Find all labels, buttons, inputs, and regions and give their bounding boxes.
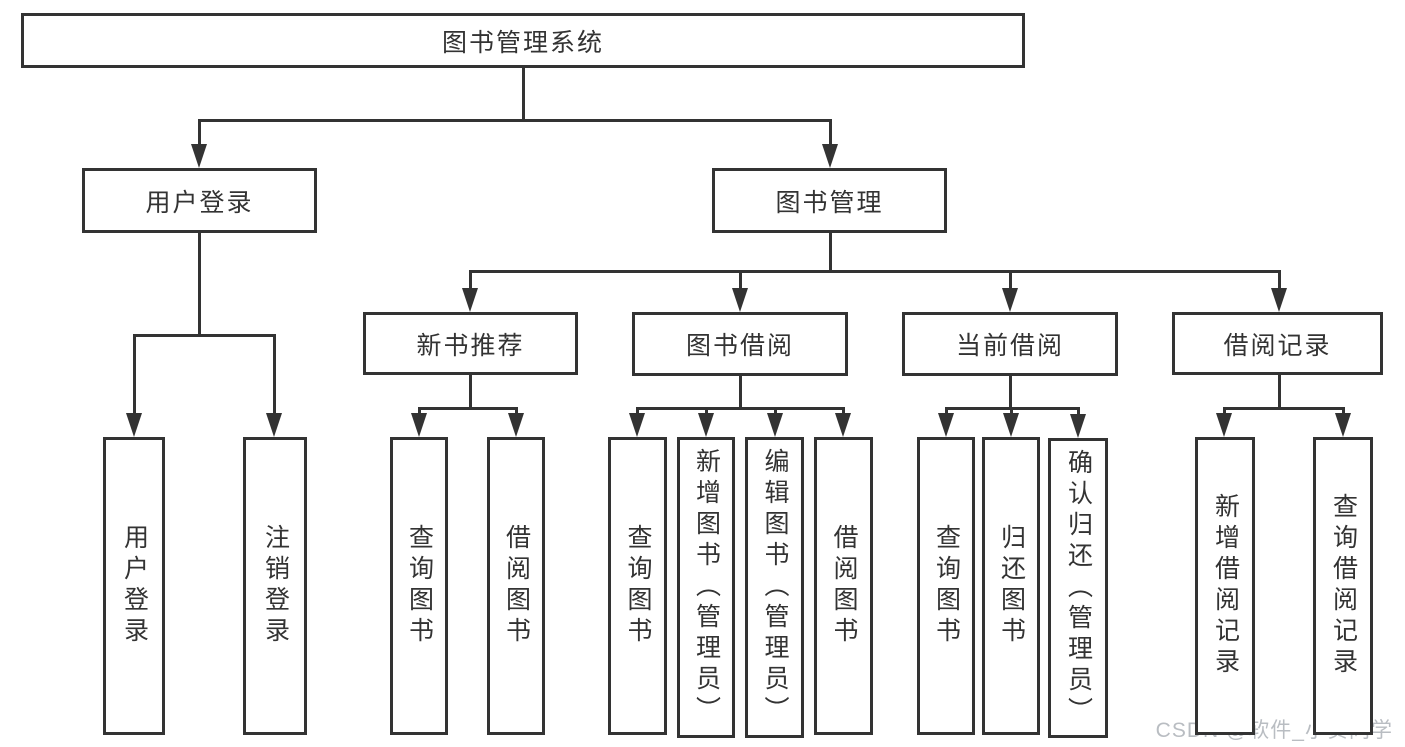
arrowhead-down-icon xyxy=(1070,414,1086,438)
arrowhead-down-icon xyxy=(629,413,645,437)
node-borrow-books-recommend: 借阅图书 xyxy=(487,437,545,735)
arrowhead-down-icon xyxy=(126,413,142,437)
edge-line xyxy=(521,68,525,122)
node-add-books-admin: 新增图书（管理员） xyxy=(677,437,735,738)
node-label-new-book-recommend: 新书推荐 xyxy=(416,331,525,360)
arrowhead-down-icon xyxy=(266,413,282,437)
arrowhead-down-icon xyxy=(1335,413,1351,437)
edge-line xyxy=(132,333,276,337)
edge-line xyxy=(1008,376,1012,410)
node-confirm-return-admin: 确认归还（管理员） xyxy=(1048,438,1108,738)
node-label-add-borrow-record: 新增借阅记录 xyxy=(1211,493,1240,679)
arrowhead-down-icon xyxy=(1271,288,1287,312)
node-label-book-management: 图书管理 xyxy=(775,188,884,217)
edge-line xyxy=(468,269,1281,273)
node-label-confirm-return-admin: 确认归还（管理员） xyxy=(1064,448,1093,728)
arrowhead-down-icon xyxy=(411,413,427,437)
node-add-borrow-record: 新增借阅记录 xyxy=(1195,437,1255,735)
node-label-return-books: 归还图书 xyxy=(997,524,1026,648)
node-label-logout: 注销登录 xyxy=(261,524,290,648)
edge-line xyxy=(468,375,472,410)
node-login: 用户登录 xyxy=(103,437,165,735)
arrowhead-down-icon xyxy=(835,413,851,437)
arrowhead-down-icon xyxy=(508,413,524,437)
arrowhead-down-icon xyxy=(1216,413,1232,437)
node-logout: 注销登录 xyxy=(243,437,307,735)
node-label-query-borrow-record: 查询借阅记录 xyxy=(1329,493,1358,679)
edge-line xyxy=(197,233,201,337)
edge-line xyxy=(635,406,845,410)
node-label-edit-books-admin: 编辑图书（管理员） xyxy=(761,448,789,727)
edge-line xyxy=(1222,406,1345,410)
node-query-books-borrowing: 查询图书 xyxy=(608,437,667,735)
node-label-borrow-books-recommend: 借阅图书 xyxy=(502,524,531,648)
arrowhead-down-icon xyxy=(732,288,748,312)
arrowhead-down-icon xyxy=(698,413,714,437)
arrowhead-down-icon xyxy=(1002,288,1018,312)
node-query-books-current: 查询图书 xyxy=(917,437,975,735)
arrowhead-down-icon xyxy=(822,144,838,168)
edge-line xyxy=(272,335,276,419)
arrowhead-down-icon xyxy=(462,288,478,312)
edge-line xyxy=(1277,375,1281,410)
arrowhead-down-icon xyxy=(767,413,783,437)
edge-line xyxy=(1277,271,1281,294)
edge-line xyxy=(132,335,136,419)
node-book-management: 图书管理 xyxy=(712,168,947,233)
arrowhead-down-icon xyxy=(938,413,954,437)
node-borrowing-records: 借阅记录 xyxy=(1172,312,1383,375)
edge-line xyxy=(197,118,832,122)
node-borrow-books-borrowing: 借阅图书 xyxy=(814,437,873,735)
node-query-borrow-record: 查询借阅记录 xyxy=(1313,437,1373,735)
edge-line xyxy=(197,120,201,150)
edge-line xyxy=(828,120,832,150)
node-label-borrow-books-borrowing: 借阅图书 xyxy=(830,524,858,648)
node-label-query-books-recommend: 查询图书 xyxy=(405,524,434,648)
node-current-borrowing: 当前借阅 xyxy=(902,312,1118,376)
node-label-add-books-admin: 新增图书（管理员） xyxy=(692,448,721,727)
node-label-borrowing-records: 借阅记录 xyxy=(1223,331,1332,360)
node-user-login: 用户登录 xyxy=(82,168,317,233)
node-new-book-recommend: 新书推荐 xyxy=(363,312,578,375)
node-return-books: 归还图书 xyxy=(982,437,1040,735)
node-library-management-system: 图书管理系统 xyxy=(21,13,1025,68)
edge-line xyxy=(468,271,472,294)
edge-line xyxy=(1008,271,1012,294)
node-label-login: 用户登录 xyxy=(120,524,149,648)
node-label-query-books-current: 查询图书 xyxy=(932,524,961,648)
node-label-user-login: 用户登录 xyxy=(145,188,254,217)
arrowhead-down-icon xyxy=(1003,413,1019,437)
node-label-library-management-system: 图书管理系统 xyxy=(441,28,604,57)
arrowhead-down-icon xyxy=(191,144,207,168)
node-query-books-recommend: 查询图书 xyxy=(390,437,448,735)
node-edit-books-admin: 编辑图书（管理员） xyxy=(745,437,804,738)
edge-line xyxy=(738,376,742,410)
node-label-book-borrowing: 图书借阅 xyxy=(685,332,794,360)
edge-line xyxy=(828,233,832,273)
edge-line xyxy=(417,406,518,410)
edge-line xyxy=(738,271,742,294)
node-label-query-books-borrowing: 查询图书 xyxy=(624,524,652,648)
node-label-current-borrowing: 当前借阅 xyxy=(955,332,1064,360)
node-book-borrowing: 图书借阅 xyxy=(632,312,848,376)
